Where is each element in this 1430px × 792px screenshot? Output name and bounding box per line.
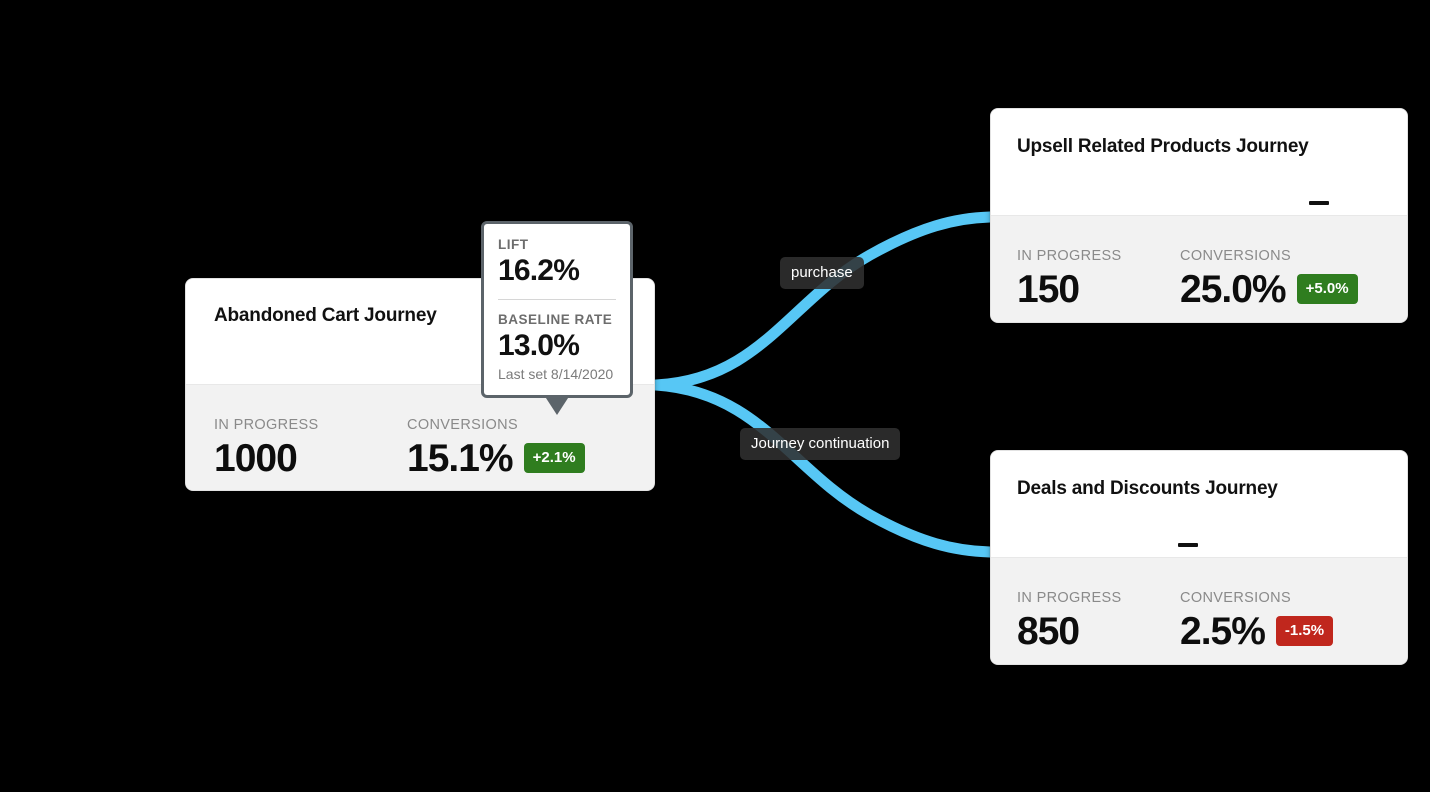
edge-path-purchase — [650, 211, 996, 391]
tooltip-pointer-icon — [544, 394, 570, 415]
metric-label-conversions: CONVERSIONS — [1180, 248, 1292, 264]
card-title: Abandoned Cart Journey — [214, 305, 437, 326]
metric-value-row: 2.5% -1.5% — [1180, 609, 1334, 653]
metric-label-in-progress: IN PROGRESS — [1017, 248, 1122, 264]
metric-value-conversions: 15.1% — [407, 436, 514, 480]
metric-conversions: CONVERSIONS 15.1% +2.1% — [407, 417, 585, 478]
lift-baseline-tooltip: LIFT 16.2% BASELINE RATE 13.0% Last set … — [481, 221, 633, 415]
trend-sparkline-icon — [1309, 201, 1329, 205]
card-title: Upsell Related Products Journey — [1017, 136, 1309, 157]
journey-card-deals-and-discounts[interactable]: Deals and Discounts Journey IN PROGRESS … — [990, 450, 1408, 665]
card-footer: IN PROGRESS 150 CONVERSIONS 25.0% +5.0% — [991, 215, 1407, 322]
edge-label-journey-continuation[interactable]: Journey continuation — [740, 428, 901, 460]
status-badge-delta[interactable]: -1.5% — [1275, 616, 1334, 647]
card-footer: IN PROGRESS 850 CONVERSIONS 2.5% -1.5% — [991, 557, 1407, 664]
metric-label-conversions: CONVERSIONS — [1180, 590, 1292, 606]
tooltip-baseline-value: 13.0% — [498, 329, 580, 363]
tooltip-baseline-note: Last set 8/14/2020 — [498, 365, 614, 382]
metric-label-conversions: CONVERSIONS — [407, 417, 519, 433]
metric-conversions: CONVERSIONS 25.0% +5.0% — [1180, 248, 1358, 309]
tooltip-lift-label: LIFT — [498, 237, 529, 252]
card-body: Upsell Related Products Journey — [991, 109, 1407, 215]
metric-value-row: 1000 — [214, 439, 407, 478]
edge-label-purchase[interactable]: purchase — [780, 257, 864, 289]
status-badge-delta[interactable]: +5.0% — [1296, 274, 1358, 305]
metric-label-in-progress: IN PROGRESS — [1017, 590, 1122, 606]
metric-value-in-progress: 850 — [1017, 609, 1080, 653]
journey-card-upsell-related-products[interactable]: Upsell Related Products Journey IN PROGR… — [990, 108, 1408, 323]
metric-value-in-progress: 150 — [1017, 267, 1080, 311]
tooltip-lift-value: 16.2% — [498, 253, 580, 287]
metric-value-conversions: 2.5% — [1180, 609, 1266, 653]
status-badge-delta[interactable]: +2.1% — [523, 443, 585, 474]
metric-value-conversions: 25.0% — [1180, 267, 1287, 311]
metric-value-in-progress: 1000 — [214, 436, 298, 480]
trend-sparkline-icon — [1178, 543, 1198, 547]
metric-conversions: CONVERSIONS 2.5% -1.5% — [1180, 590, 1334, 653]
metric-value-row: 25.0% +5.0% — [1180, 270, 1358, 309]
edge-path-journey-continuation — [650, 379, 996, 558]
metric-label-in-progress: IN PROGRESS — [214, 417, 319, 433]
metric-in-progress: IN PROGRESS 1000 — [214, 417, 407, 478]
metric-value-row: 15.1% +2.1% — [407, 439, 585, 478]
metric-in-progress: IN PROGRESS 850 — [1017, 590, 1180, 651]
card-body: Deals and Discounts Journey — [991, 451, 1407, 557]
card-footer: IN PROGRESS 1000 CONVERSIONS 15.1% +2.1% — [186, 384, 654, 490]
metric-value-row: 150 — [1017, 270, 1180, 309]
metric-in-progress: IN PROGRESS 150 — [1017, 248, 1180, 309]
tooltip-baseline-label: BASELINE RATE — [498, 312, 613, 328]
tooltip-divider — [498, 299, 616, 301]
card-title: Deals and Discounts Journey — [1017, 478, 1278, 499]
metric-value-row: 850 — [1017, 612, 1180, 651]
